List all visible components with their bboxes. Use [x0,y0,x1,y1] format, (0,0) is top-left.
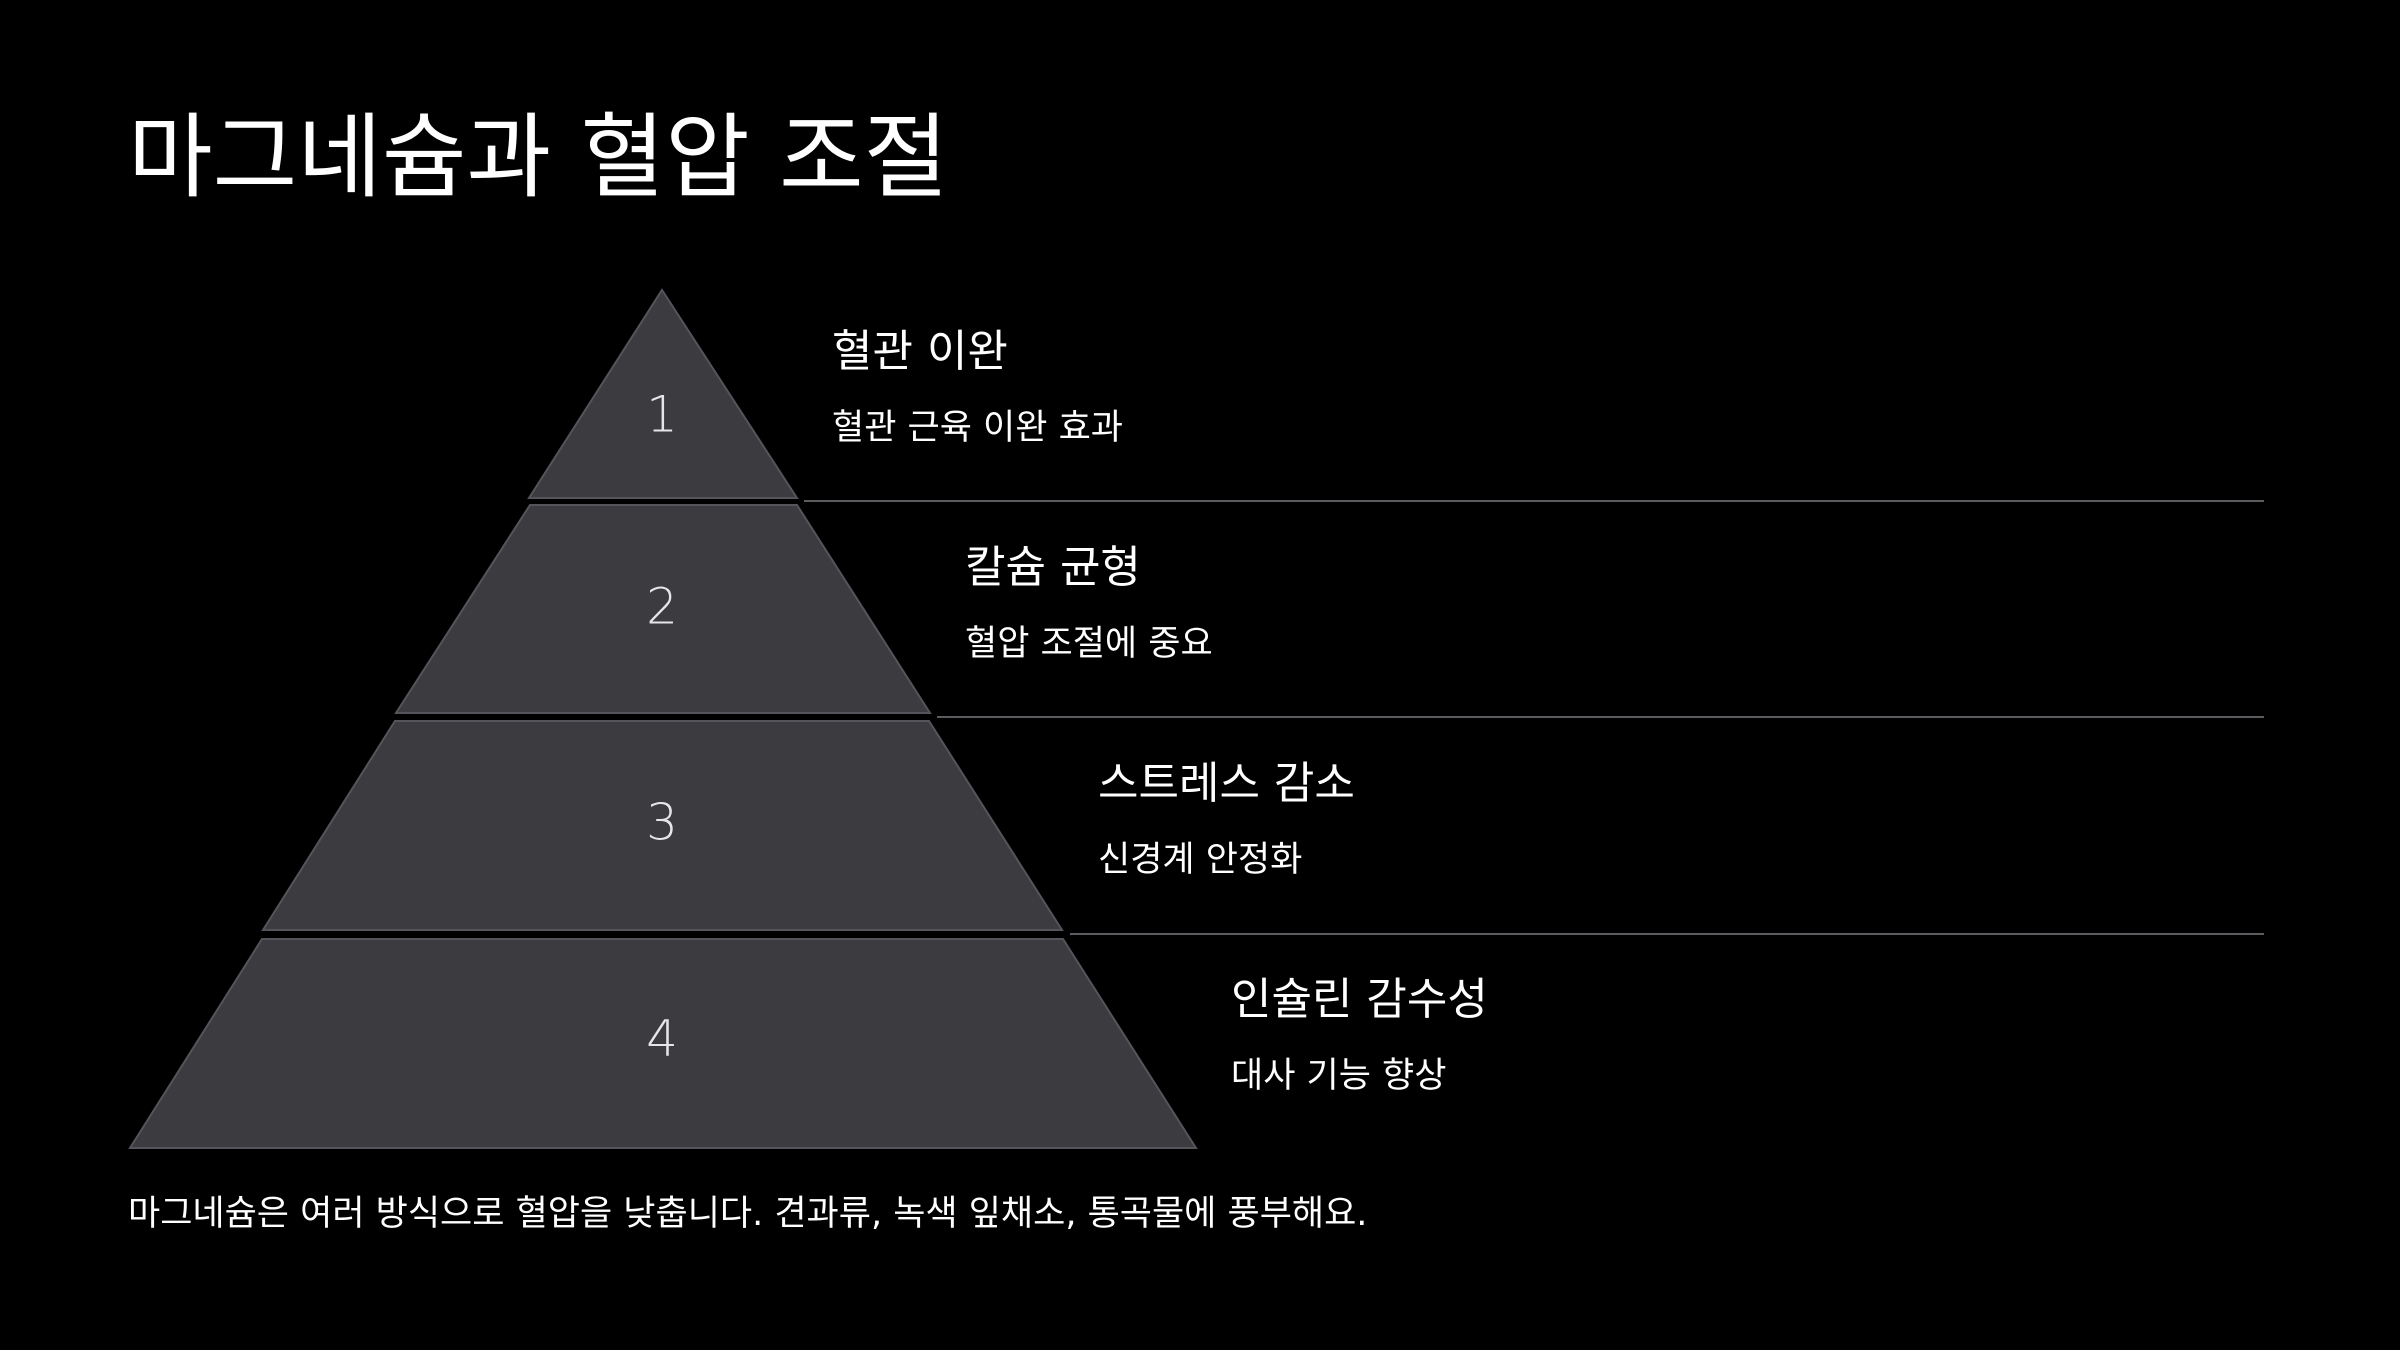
pyramid-tier-2 [394,504,932,714]
tier-number-4: 4 [646,1010,678,1068]
page-title: 마그네슘과 혈압 조절 [128,104,949,211]
level-4-heading: 인슐린 감수성 [1231,974,1488,1025]
level-3-heading: 스트레스 감소 [1098,758,1355,809]
level-3-description: 신경계 안정화 [1098,840,1303,880]
level-2-heading: 칼슘 균형 [965,542,1141,593]
pyramid-tier-3 [261,720,1064,931]
pyramid-tier-4 [128,938,1198,1149]
footer-note: 마그네슘은 여러 방식으로 혈압을 낮춥니다. 견과류, 녹색 잎채소, 통곡물… [128,1194,1368,1234]
pyramid-tier-1 [527,288,799,499]
level-2-description: 혈압 조절에 중요 [965,624,1213,664]
tier-number-3: 3 [646,794,678,852]
tier-number-2: 2 [646,578,678,636]
level-4-description: 대사 기능 향상 [1231,1056,1447,1096]
level-1-description: 혈관 근육 이완 효과 [832,408,1123,448]
tier-number-1: 1 [646,386,678,444]
level-1-heading: 혈관 이완 [832,326,1008,377]
